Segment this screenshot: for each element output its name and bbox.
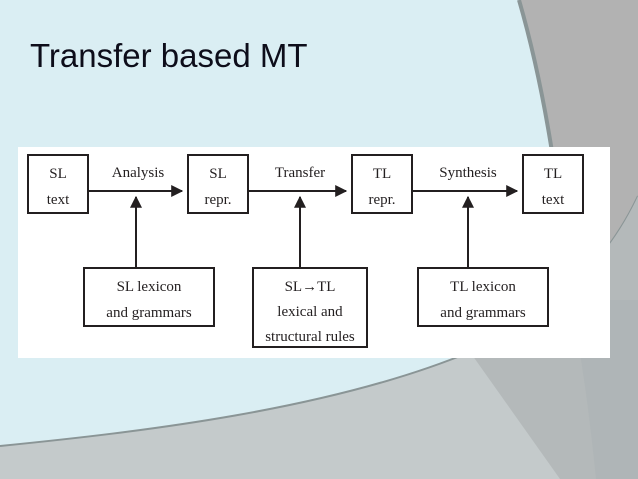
- box-sl-tl-rules-line3: structural rules: [265, 329, 355, 345]
- box-tl-lexicon: [417, 267, 549, 327]
- box-sl-text: [27, 154, 89, 214]
- box-sl-text-line1: SL: [49, 166, 67, 182]
- page-title: Transfer based MT: [30, 37, 308, 74]
- box-tl-lexicon-line2: and grammars: [440, 305, 526, 321]
- box-tl-repr: [351, 154, 413, 214]
- box-tl-repr-line1: TL: [373, 166, 391, 182]
- box-sl-text-line2: text: [47, 192, 70, 208]
- box-sl-tl-rules-line1: SL→TL: [285, 279, 336, 295]
- box-tl-text: [522, 154, 584, 214]
- label-analysis: Analysis: [112, 165, 165, 181]
- label-synthesis: Synthesis: [439, 165, 497, 181]
- label-transfer: Transfer: [275, 165, 325, 181]
- box-sl-lexicon-line2: and grammars: [106, 305, 192, 321]
- box-sl-tl-rules: [252, 267, 368, 348]
- box-tl-lexicon-line1: TL lexicon: [450, 279, 516, 295]
- transfer-mt-diagram: SL text SL repr. TL repr. TL text Analys…: [27, 154, 584, 348]
- box-sl-repr-line1: SL: [209, 166, 227, 182]
- box-sl-tl-rules-line2: lexical and: [277, 304, 343, 320]
- box-sl-repr-line2: repr.: [204, 192, 231, 208]
- box-sl-lexicon: [83, 267, 215, 327]
- box-tl-text-line1: TL: [544, 166, 562, 182]
- box-sl-lexicon-line1: SL lexicon: [117, 279, 182, 295]
- box-sl-repr: [187, 154, 249, 214]
- box-tl-repr-line2: repr.: [368, 192, 395, 208]
- box-tl-text-line2: text: [542, 192, 565, 208]
- diagram-panel: SL text SL repr. TL repr. TL text Analys…: [18, 147, 610, 358]
